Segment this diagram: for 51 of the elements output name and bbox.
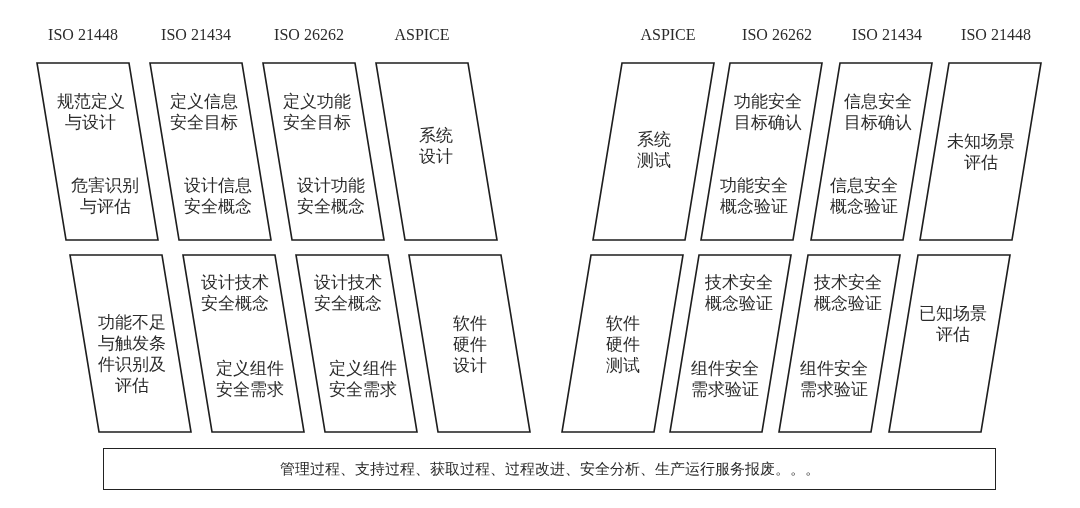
column-heading: ISO 26262 — [274, 25, 344, 45]
step-text: 设计功能安全概念 — [296, 175, 366, 218]
parallelogram-box — [778, 254, 901, 433]
parallelogram-box — [919, 62, 1042, 241]
step-text: 设计信息安全概念 — [183, 175, 253, 218]
step-text: 系统设计 — [417, 125, 454, 168]
process-bar — [103, 448, 996, 490]
column-heading: ISO 21434 — [852, 25, 922, 45]
step-text: 组件安全需求验证 — [689, 358, 760, 401]
column-heading: ISO 21434 — [161, 25, 231, 45]
step-text: 软件硬件测试 — [604, 312, 641, 375]
column-heading: ASPICE — [640, 25, 696, 45]
step-text: 组件安全需求验证 — [798, 358, 869, 401]
parallelogram-box — [295, 254, 418, 433]
parallelogram-box — [36, 62, 159, 241]
step-text: 系统测试 — [635, 128, 672, 171]
step-text: 定义组件安全需求 — [214, 358, 285, 401]
parallelogram-box — [262, 62, 385, 241]
step-text: 设计技术安全概念 — [313, 272, 384, 315]
step-text: 定义组件安全需求 — [327, 358, 398, 401]
column-heading: ISO 26262 — [742, 25, 812, 45]
parallelogram-box — [561, 254, 684, 433]
step-text: 未知场景评估 — [945, 130, 1016, 173]
parallelogram-box — [375, 62, 498, 241]
parallelogram-box — [408, 254, 531, 433]
parallelogram-box — [669, 254, 792, 433]
step-text: 软件硬件设计 — [451, 312, 488, 375]
step-text: 功能安全目标确认 — [733, 91, 804, 134]
step-text: 危害识别与评估 — [70, 175, 140, 218]
step-text: 已知场景评估 — [917, 302, 988, 345]
column-heading: ISO 21448 — [48, 25, 118, 45]
column-heading: ASPICE — [394, 25, 450, 45]
parallelogram-box — [700, 62, 823, 241]
parallelogram-box — [182, 254, 305, 433]
parallelogram-box — [149, 62, 272, 241]
bar-text: 管理过程、支持过程、获取过程、过程改进、安全分析、生产运行服务报废。。。 — [279, 460, 820, 479]
step-text: 设计技术安全概念 — [200, 272, 271, 315]
step-text: 信息安全目标确认 — [843, 91, 914, 134]
step-text: 技术安全概念验证 — [703, 272, 774, 315]
step-text: 规范定义与设计 — [55, 91, 126, 134]
step-text: 定义功能安全目标 — [281, 91, 352, 134]
parallelogram-box — [888, 254, 1011, 433]
step-text: 功能不足与触发条件识别及评估 — [97, 312, 168, 397]
step-text: 技术安全概念验证 — [812, 272, 883, 315]
parallelogram-box — [810, 62, 933, 241]
parallelogram-box — [69, 254, 192, 433]
column-heading: ISO 21448 — [961, 25, 1031, 45]
step-text: 功能安全概念验证 — [719, 175, 789, 218]
step-text: 定义信息安全目标 — [168, 91, 239, 134]
step-text: 信息安全概念验证 — [829, 175, 899, 218]
parallelogram-box — [592, 62, 715, 241]
